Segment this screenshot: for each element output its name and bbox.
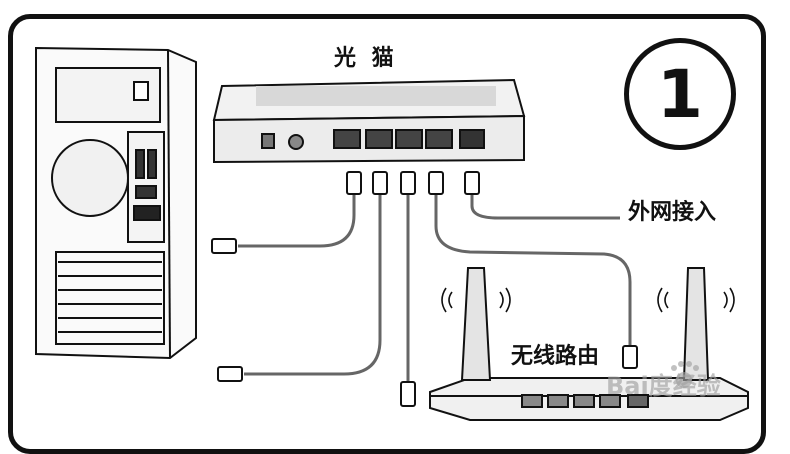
fan-grille <box>51 139 129 217</box>
wifi-wave-icon <box>448 291 453 309</box>
antenna-right-icon <box>682 267 710 381</box>
lan-port-2 <box>365 129 393 149</box>
wan-input-label: 外网接入 <box>628 200 717 225</box>
power-button-icon <box>133 81 149 101</box>
power-switch-icon <box>288 134 304 150</box>
lan-port-3 <box>395 129 423 149</box>
lan-port-4 <box>425 129 453 149</box>
lan-port-1 <box>333 129 361 149</box>
cable-modem-to-router-wan <box>434 192 632 348</box>
ethernet-cables <box>238 192 632 384</box>
power-jack-icon <box>261 133 275 149</box>
router-label: 无线路由 <box>511 344 600 369</box>
paw-icon <box>671 361 699 388</box>
wan-port <box>459 129 485 149</box>
router-port-4 <box>599 394 621 408</box>
wifi-waves <box>441 287 735 313</box>
cable-modem-to-pc-2 <box>244 192 382 376</box>
wireless-router <box>429 377 749 421</box>
optical-modem <box>212 78 526 164</box>
cable-modem-to-pc-1 <box>238 192 356 248</box>
router-port-2 <box>547 394 569 408</box>
router-port-3 <box>573 394 595 408</box>
pc-tower <box>35 46 197 360</box>
diagram-drawing <box>35 46 749 421</box>
cable-wan-input <box>470 192 620 220</box>
watermark-text: Bai度经验 <box>606 372 721 400</box>
router-antennas <box>460 267 710 381</box>
network-setup-diagram: 光 猫 外网接入 无线路由 1 Bai度经验 <box>8 14 766 454</box>
antenna-left-icon <box>460 267 492 381</box>
modem-label: 光 猫 <box>334 46 398 71</box>
router-wan-port <box>627 394 649 408</box>
router-port-1 <box>521 394 543 408</box>
step-number-badge: 1 <box>624 38 736 150</box>
rj45-plugs-modem <box>346 171 480 195</box>
rj45-plugs-ends <box>211 238 638 407</box>
